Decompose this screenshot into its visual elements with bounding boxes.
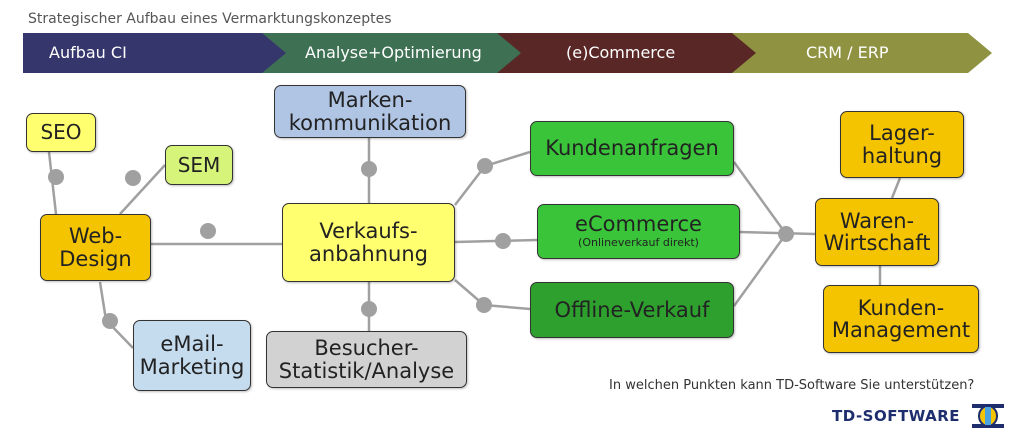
node-label-line1: Lager- [869,121,935,146]
phase-arrow-crm-erp: CRM / ERP [732,33,992,73]
connector-dot [102,313,118,329]
phase-label: Aufbau CI [49,43,127,62]
node-ecommerce: eCommerce (Onlineverkauf direkt) [537,204,740,259]
node-lagerhaltung: Lager- haltung [840,111,964,178]
node-besucher-statistik: Besucher- Statistik/Analyse [266,331,467,388]
node-verkaufsanbahnung: Verkaufs- anbahnung [282,203,455,282]
node-warenwirtschaft: Waren- Wirtschaft [815,198,939,266]
node-email-marketing: eMail- Marketing [133,320,251,391]
node-kundenanfragen: Kundenanfragen [530,121,734,176]
support-question: In welchen Punkten kann TD-Software Sie … [609,378,975,393]
node-markenkommunikation: Marken- kommunikation [274,85,466,138]
diagram-caption: Strategischer Aufbau eines Vermarktungsk… [28,11,392,27]
node-label: SEM [177,152,221,177]
connector-line-verkauf-offline [454,279,531,311]
node-label-line1: Waren- [839,208,915,233]
connector-dot [361,161,377,177]
phase-label: CRM / ERP [806,43,889,62]
logo-text: TD-SOFTWARE [832,407,960,425]
node-web-design: Web- Design [40,214,151,281]
node-label: eCommerce [575,212,702,237]
node-label-line2: Marketing [139,354,245,379]
node-label-line1: eMail- [160,332,224,357]
node-label-line1: Besucher- [314,336,419,361]
node-label-line2: Design [59,246,132,271]
connector-dot [495,233,511,249]
node-kundenmanagement: Kunden- Management [823,285,979,353]
node-label-line2: Wirtschaft [823,231,931,255]
node-offline-verkauf: Offline-Verkauf [530,282,734,338]
node-label: Kundenanfragen [545,136,719,161]
connector-dot [361,301,377,317]
connector-line-offline-waren [732,233,788,307]
connector-dot [476,297,492,313]
connector-dot [125,170,141,186]
connector-line-verkauf-kundenanfragen [454,150,531,206]
phase-label: (e)Commerce [566,43,676,62]
phase-arrow-analyse: Analyse+Optimierung [262,33,522,73]
connector-dot [477,158,493,174]
phase-label: Analyse+Optimierung [305,43,482,62]
connector-dot [48,169,64,185]
node-label-line1: Verkaufs- [319,219,418,244]
phase-arrow-ecommerce: (e)Commerce [497,33,757,73]
node-label: Offline-Verkauf [554,297,710,322]
node-label-line1: Kunden- [857,295,945,320]
node-label-line1: Marken- [327,88,413,113]
td-software-logo: TD-SOFTWARE [832,402,1008,430]
node-label-line2: haltung [861,143,943,168]
node-sem: SEM [165,145,233,185]
connector-dot [200,223,216,239]
phase-arrow-aufbau-ci: Aufbau CI [23,33,287,73]
node-label-line2: Statistik/Analyse [278,358,455,383]
connector-line-kundenanfragen-waren [732,161,788,235]
node-label-line2: kommunikation [288,110,452,135]
node-sublabel: (Onlineverkauf direkt) [578,236,699,250]
logo-emblem-icon [972,404,1004,428]
node-seo: SEO [26,113,96,152]
connector-line-lager-waren [890,177,902,199]
node-label-line2: anbahnung [309,241,428,266]
connector-dot [778,226,794,242]
connector-line-ecommerce-waren [739,230,816,236]
connector-line-sem-webdesign [119,164,166,215]
node-label-line1: Web- [68,224,123,249]
node-label-line2: Management [831,318,971,342]
node-label: SEO [40,120,82,144]
